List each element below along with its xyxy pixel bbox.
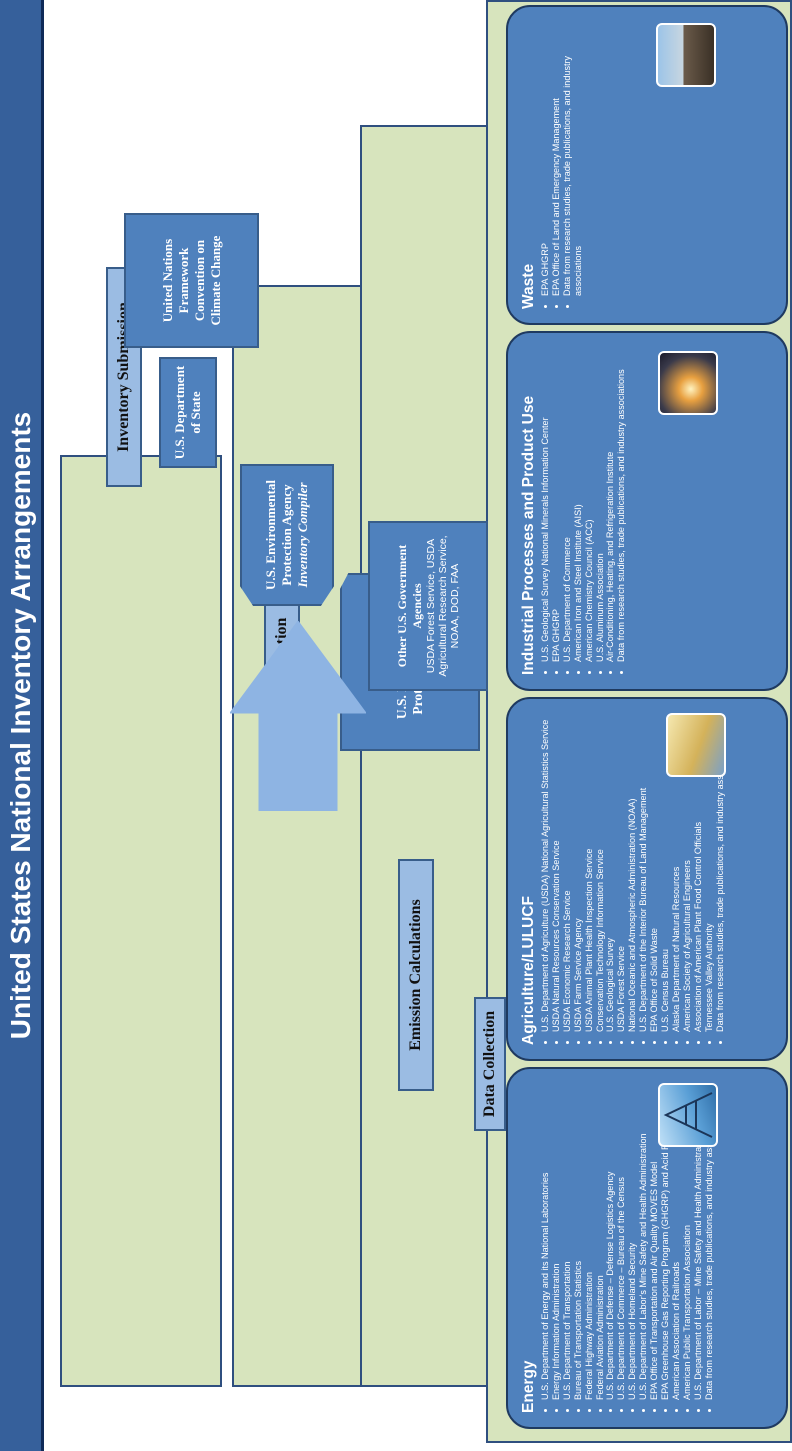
list-item: National Oceanic and Atmospheric Adminis…: [627, 713, 638, 1032]
list-item: Data from research studies, trade public…: [616, 347, 627, 662]
list-item: American Iron and Steel Institute (AISI): [573, 347, 584, 662]
list-item: U.S. Department of Defense – Defense Log…: [605, 1083, 616, 1400]
other-agencies-body: USDA Forest Service, USDA Agricultural R…: [425, 535, 461, 677]
list-item: Federal Highway Administration: [584, 1083, 595, 1400]
unfccc-label: United Nations Framework Convention on C…: [159, 235, 223, 326]
energy-sector-panel: Energy U.S. Department of Energy and its…: [506, 1067, 788, 1429]
list-item: USDA Economic Research Service: [562, 713, 573, 1032]
emission-calculations-tier: [360, 125, 502, 1387]
inventory-submission-tier: [60, 455, 222, 1387]
state-department-box: U.S. Department of State: [159, 357, 217, 468]
power-lines-photo-icon: [658, 1083, 718, 1147]
other-agencies-box: Other U.S. Government Agencies USDA Fore…: [368, 521, 488, 691]
list-item: Air-Conditioning, Heating, and Refrigera…: [605, 347, 616, 662]
list-item: USDA Natural Resources Conservation Serv…: [551, 713, 562, 1032]
upward-flow-arrow-icon: [230, 621, 366, 811]
epa-compiler-name: U.S. Environmental Protection Agency: [263, 480, 294, 590]
list-item: U.S. Department of Transportation: [562, 1083, 573, 1401]
list-item: U.S. Department of Energy and its Nation…: [540, 1083, 551, 1400]
waste-sector-panel: Waste EPA GHGRP EPA Office of Land and E…: [506, 5, 788, 325]
list-item: USDA Forest Service: [616, 713, 627, 1032]
waste-source-list: EPA GHGRP EPA Office of Land and Emergen…: [540, 21, 584, 309]
list-item: American Chemistry Council (ACC): [584, 347, 595, 663]
list-item: EPA Office of Land and Emergency Managem…: [551, 21, 562, 296]
epa-inventory-compiler-box: U.S. Environmental Protection Agency Inv…: [240, 464, 334, 606]
list-item: U.S. Geological Survey: [605, 713, 616, 1032]
list-item: Data from research studies, trade public…: [562, 21, 584, 296]
list-item: U.S. Department of Commerce – Bureau of …: [616, 1083, 627, 1400]
industrial-welding-photo-icon: [658, 351, 718, 415]
list-item: Federal Aviation Administration: [595, 1083, 606, 1400]
energy-sector-title: Energy: [520, 1360, 537, 1413]
list-item: USDA Animal Plant Health Inspection Serv…: [584, 713, 595, 1032]
list-item: U.S. Aluminum Association: [595, 347, 606, 662]
state-department-label: U.S. Department of State: [172, 365, 203, 460]
list-item: U.S. Department of Commerce: [562, 347, 573, 662]
industrial-sector-title: Industrial Processes and Product Use: [520, 395, 537, 675]
list-item: U.S. Department of the Interior Bureau o…: [638, 713, 649, 1032]
list-item: U.S. Department of Homeland Security: [627, 1083, 638, 1400]
landfill-photo-icon: [656, 23, 716, 87]
list-item: USDA Farm Service Agency: [573, 713, 584, 1032]
list-item: Conservation Technology Information Serv…: [595, 713, 606, 1032]
page-title: United States National Inventory Arrange…: [0, 0, 44, 1451]
data-collection-label: Data Collection: [474, 997, 506, 1131]
other-agencies-title: Other U.S. Government Agencies: [395, 544, 424, 668]
list-item: U.S. Department of Agriculture (USDA) Na…: [540, 713, 551, 1032]
list-item: EPA Office of Solid Waste: [649, 713, 660, 1032]
list-item: EPA GHGRP: [540, 21, 551, 296]
list-item: U.S. Geological Survey National Minerals…: [540, 347, 551, 662]
unfccc-box: United Nations Framework Convention on C…: [124, 213, 259, 348]
agriculture-sector-title: Agriculture/LULUCF: [520, 896, 537, 1045]
agriculture-sector-panel: Agriculture/LULUCF U.S. Department of Ag…: [506, 697, 788, 1061]
list-item: EPA GHGRP: [551, 347, 562, 662]
wheat-field-photo-icon: [666, 713, 726, 777]
industrial-source-list: U.S. Geological Survey National Minerals…: [540, 347, 627, 675]
list-item: U.S. Department of Labor's Mine Safety a…: [638, 1083, 649, 1400]
emission-calculations-label: Emission Calculations: [398, 859, 434, 1091]
waste-sector-title: Waste: [520, 263, 537, 309]
list-item: Bureau of Transportation Statistics: [573, 1083, 584, 1400]
epa-compiler-role: Inventory Compiler: [295, 482, 310, 588]
list-item: Energy Information Administration: [551, 1083, 562, 1400]
industrial-sector-panel: Industrial Processes and Product Use U.S…: [506, 331, 788, 691]
